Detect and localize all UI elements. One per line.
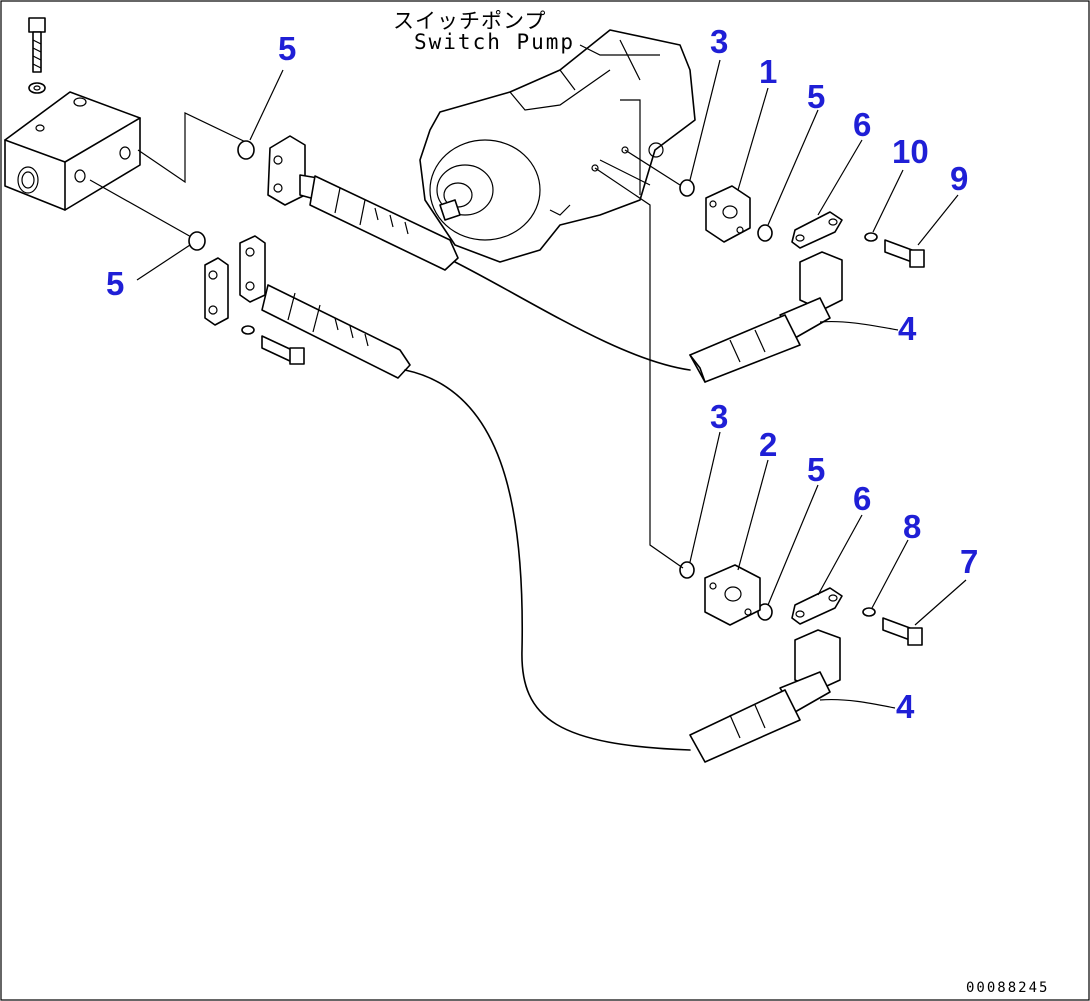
callout-1: 1 [759,53,778,90]
callout-5-top-left: 5 [278,30,297,67]
callout-3-top: 3 [710,23,729,60]
upper-hose-left-end [267,135,459,271]
callout-8: 8 [903,508,922,545]
callout-2: 2 [759,426,778,463]
lower-hose-right-end [689,629,841,763]
leader-lines [136,59,967,709]
upper-hose-line [454,261,691,371]
upper-flange-assembly [705,185,925,268]
o-ring-parts [188,140,773,621]
callout-5-left: 5 [106,265,125,302]
lower-hose-left-end [204,235,411,379]
control-valve-block [4,91,253,239]
callout-4-top: 4 [898,310,917,347]
lower-flange-assembly [704,564,923,646]
callout-4-bottom: 4 [896,688,915,725]
lower-hose-line [404,369,691,751]
switch-pump [419,29,696,569]
callout-6-bottom: 6 [853,480,872,517]
drawing-number: 00088245 [966,980,1050,996]
callout-3-bottom: 3 [710,398,729,435]
callout-5-top-right: 5 [807,78,826,115]
callout-9: 9 [950,160,969,197]
upper-hose-right-end [689,251,843,383]
callout-10: 10 [892,133,929,170]
pump-label-english: Switch Pump [414,30,576,54]
callout-5-bottom-right: 5 [807,451,826,488]
callout-6-top: 6 [853,106,872,143]
callout-7: 7 [960,543,979,580]
valve-mounting-bolt [28,17,46,94]
pump-label-japanese: スイッチポンプ [393,9,547,33]
